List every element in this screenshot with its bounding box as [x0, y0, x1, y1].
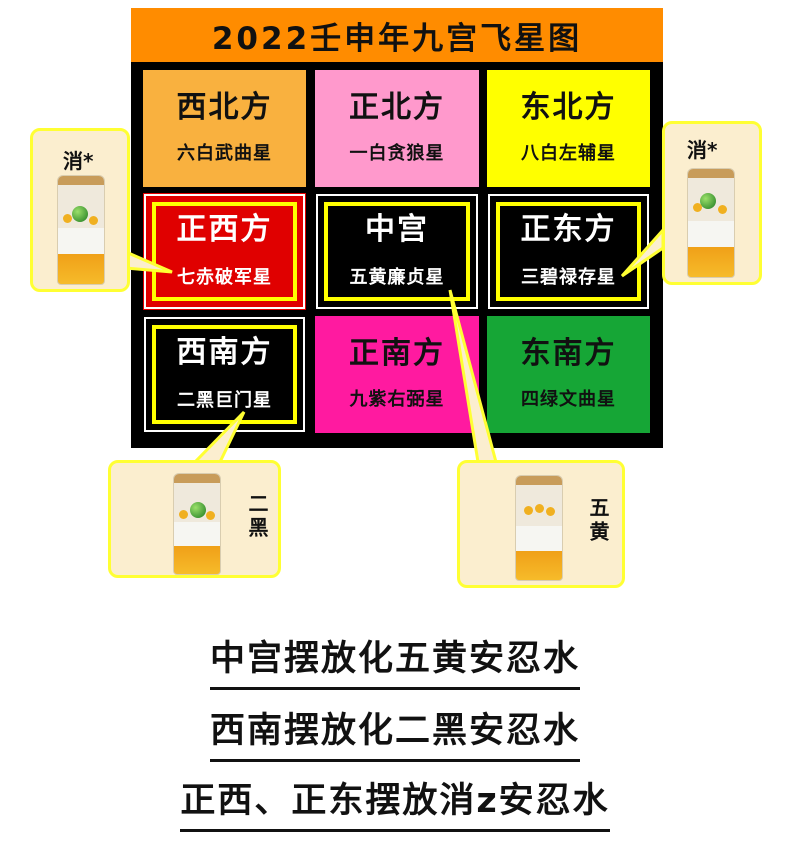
instruction-line-2: 西南摆放化二黑安忍水: [0, 702, 790, 762]
cell-frame: 中宫 五黄廉贞星: [316, 194, 478, 309]
cell-northeast: 东北方 八白左辅星: [487, 70, 650, 187]
cell-east: 正东方 三碧禄存星: [487, 193, 650, 310]
callout-west: 消*: [30, 128, 130, 292]
cell-southwest: 西南方 二黑巨门星: [143, 316, 306, 433]
jar-image: [687, 168, 735, 278]
cell-frame: 正东方 三碧禄存星: [488, 194, 649, 309]
cell-star: 七赤破军星: [177, 266, 272, 288]
callout-label: 消*: [63, 149, 94, 173]
callout-east: 消*: [662, 121, 762, 285]
cell-frame: 西南方 二黑巨门星: [144, 317, 305, 432]
cell-star: 三碧禄存星: [521, 266, 616, 288]
jar-image: [515, 475, 563, 581]
cell-star: 八白左辅星: [521, 142, 616, 164]
cell-star: 四绿文曲星: [521, 388, 616, 410]
cell-star: 六白武曲星: [177, 142, 272, 164]
cell-direction: 东北方: [520, 89, 617, 125]
callout-center: 五黄: [457, 460, 625, 588]
cell-center: 中宫 五黄廉贞星: [315, 193, 479, 310]
callout-southwest: 二黑: [108, 460, 281, 578]
cell-star: 五黄廉贞星: [349, 266, 445, 288]
cell-frame: 正西方 七赤破军星: [144, 194, 305, 309]
instruction-line-1: 中宫摆放化五黄安忍水: [0, 630, 790, 690]
callout-label: 消*: [687, 138, 718, 162]
cell-star: 一白贪狼星: [349, 142, 445, 164]
cell-direction: 西南方: [176, 334, 273, 370]
cell-star: 九紫右弼星: [349, 388, 445, 410]
cell-direction: 正南方: [349, 335, 445, 371]
cell-star: 二黑巨门星: [177, 389, 272, 411]
callout-label: 五黄: [586, 497, 610, 545]
cell-direction: 正东方: [520, 211, 617, 247]
cell-northwest: 西北方 六白武曲星: [143, 70, 306, 187]
cell-direction: 西北方: [176, 89, 273, 125]
cell-southeast: 东南方 四绿文曲星: [487, 316, 650, 433]
cell-north: 正北方 一白贪狼星: [315, 70, 479, 187]
cell-direction: 中宫: [365, 211, 429, 247]
instruction-line-3: 正西、正东摆放消z安忍水: [0, 772, 790, 832]
cell-direction: 东南方: [520, 335, 617, 371]
chart-title: 2022壬申年九宫飞星图: [131, 8, 663, 62]
cell-direction: 正北方: [349, 89, 445, 125]
jar-image: [57, 175, 105, 285]
cell-west: 正西方 七赤破军星: [143, 193, 306, 310]
jar-image: [173, 473, 221, 575]
cell-direction: 正西方: [176, 211, 273, 247]
cell-south: 正南方 九紫右弼星: [315, 316, 479, 433]
callout-label: 二黑: [245, 493, 269, 541]
